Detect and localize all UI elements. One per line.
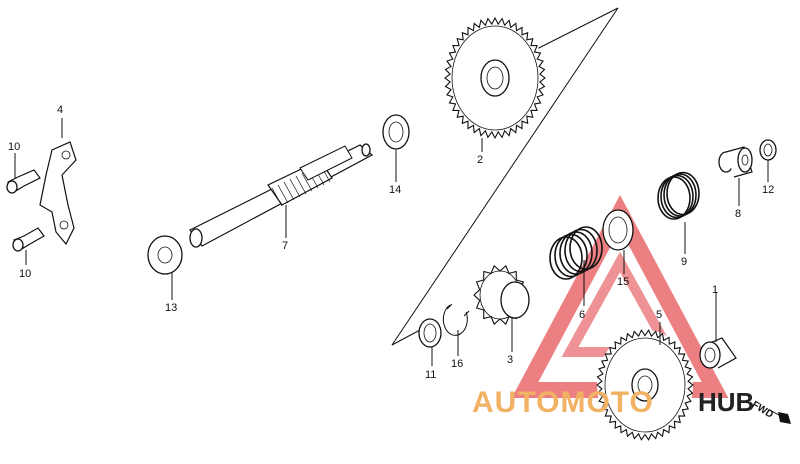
bolt-10-lower [12, 227, 45, 252]
callout-1: 1 [712, 284, 718, 296]
gear-small-3 [473, 264, 530, 326]
callout-15: 15 [617, 276, 629, 288]
callout-10-upper: 10 [8, 141, 20, 153]
bolt-10-upper [6, 169, 41, 194]
leader-lines [14, 118, 769, 366]
fwd-direction-marker: FWD [750, 399, 791, 424]
callout-12: 12 [762, 184, 774, 196]
watermark-text: AUTOMOTO HUB [472, 386, 754, 419]
callout-3: 3 [507, 354, 513, 366]
circlip-11 [418, 318, 442, 348]
callout-16: 16 [451, 358, 463, 370]
snap-ring-16 [442, 303, 470, 336]
callout-9: 9 [681, 256, 687, 268]
callout-labels: 1 2 3 4 5 6 7 8 9 10 10 11 12 13 14 15 1… [8, 104, 774, 381]
watermark-word-hub: HUB [698, 387, 754, 417]
watermark-word-automoto: AUTOMOTO [472, 386, 654, 419]
washer-15 [602, 209, 634, 251]
bracket-4 [39, 141, 77, 246]
frame-lines [391, 7, 619, 346]
callout-13: 13 [165, 302, 177, 314]
bushing-1 [699, 337, 737, 369]
gear-large-top [444, 16, 546, 140]
shaft [189, 143, 374, 248]
washer-14 [382, 114, 410, 150]
callout-8: 8 [735, 208, 741, 220]
fwd-label: FWD [750, 399, 775, 420]
gear-large-bottom [596, 329, 694, 441]
callout-2: 2 [477, 154, 483, 166]
washer-12 [759, 139, 777, 161]
callout-14: 14 [389, 184, 401, 196]
collar-8 [718, 146, 753, 178]
callout-6: 6 [579, 309, 585, 321]
spring-6 [549, 226, 603, 280]
callout-10-lower: 10 [19, 268, 31, 280]
callout-5: 5 [656, 309, 662, 321]
fwd-arrow-icon [778, 412, 791, 424]
washer-13 [147, 235, 183, 275]
callout-7: 7 [282, 240, 288, 252]
callout-4: 4 [57, 104, 63, 116]
spring-9 [657, 171, 700, 220]
callout-11: 11 [425, 369, 436, 381]
